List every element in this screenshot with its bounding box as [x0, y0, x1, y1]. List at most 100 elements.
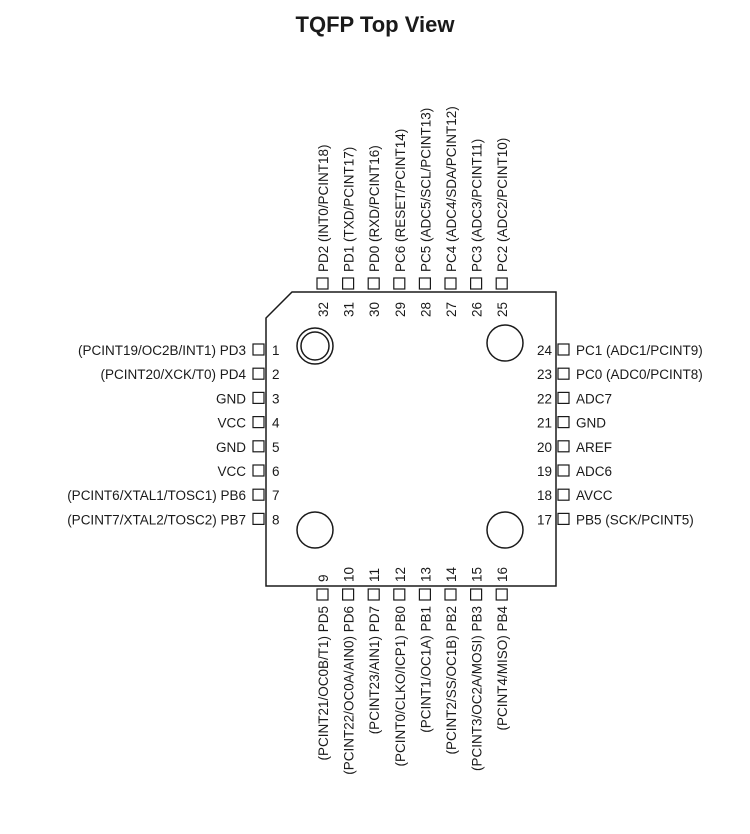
pin-pad-left [252, 367, 265, 380]
pin-number: 28 [418, 302, 433, 317]
diagram-title: TQFP Top View [295, 12, 455, 37]
pin-number: 10 [342, 567, 357, 582]
pin-label: PC1 (ADC1/PCINT9) [576, 343, 703, 358]
pin-label: (PCINT6/XTAL1/TOSC1) PB6 [67, 488, 246, 503]
pin-number: 1 [272, 343, 280, 358]
pin-pad-right [557, 367, 570, 380]
pin-pad-bottom [495, 588, 508, 601]
pin-number: 4 [272, 416, 280, 431]
pin-number: 11 [367, 568, 382, 582]
pin-label: PC6 (RESET/PCINT14) [393, 129, 408, 272]
pin-label: (PCINT21/OC0B/T1) PD5 [316, 606, 331, 761]
pin-label: PD1 (TXD/PCINT17) [342, 147, 357, 272]
pin-label: (PCINT0/CLKO/ICP1) PB0 [393, 606, 408, 767]
pin-number: 16 [495, 567, 510, 582]
pin-number: 12 [393, 567, 408, 582]
pin-number: 21 [537, 416, 552, 431]
pin-label: (PCINT2/SS/OC1B) PB2 [444, 606, 459, 755]
pin-pad-right [557, 391, 570, 404]
pin-label: (PCINT19/OC2B/INT1) PD3 [78, 343, 246, 358]
pin-label: VCC [217, 416, 246, 431]
pin-number: 23 [537, 367, 552, 382]
pin-pad-right [557, 343, 570, 356]
pin-number: 31 [342, 302, 357, 317]
pin-pad-left [252, 464, 265, 477]
pin-number: 3 [272, 391, 280, 406]
pin-number: 18 [537, 488, 552, 503]
pin-pad-bottom [444, 588, 457, 601]
pin-pad-right [557, 488, 570, 501]
pin-pad-right [557, 416, 570, 429]
pin-label: PC3 (ADC3/PCINT11) [470, 139, 485, 272]
corner-circle-bottom-left [296, 511, 334, 549]
pins-bottom-side: 9(PCINT21/OC0B/T1) PD510(PCINT22/OC0A/AI… [316, 566, 510, 774]
pin-pad-left [252, 391, 265, 404]
pin-pad-top [444, 277, 457, 290]
pin-label: VCC [217, 464, 246, 479]
pin-pad-left [252, 416, 265, 429]
pin-label: (PCINT1/OC1A) PB1 [418, 606, 433, 733]
pin-number: 29 [393, 302, 408, 317]
corner-circle-top-right [486, 324, 524, 362]
pin-number: 5 [272, 440, 280, 455]
pins-right-side: 24 PC1 (ADC1/PCINT9) 23 PC0 (ADC0/PCINT8) 22… [537, 343, 703, 527]
pin-pad-top [393, 277, 406, 290]
pin-pad-right [557, 512, 570, 526]
pin1-marker-inner [300, 331, 330, 361]
pin-pad-left [252, 512, 265, 526]
pin-pad-right [557, 464, 570, 477]
pin-label: PC2 (ADC2/PCINT10) [495, 138, 510, 272]
pin-number: 19 [537, 464, 552, 479]
pin-number: 25 [495, 302, 510, 317]
pin-label: PB5 (SCK/PCINT5) [576, 512, 694, 527]
pin-number: 27 [444, 302, 459, 317]
pin-pad-right [557, 440, 570, 453]
pin-pad-left [252, 343, 265, 356]
pin-number: 26 [470, 302, 485, 317]
pin-pad-top [342, 277, 355, 290]
pin-label: (PCINT23/AIN1) PD7 [367, 606, 382, 734]
pin-label: PC5 (ADC5/SCL/PCINT13) [418, 108, 433, 272]
chip-package-body [265, 291, 557, 587]
pin-pad-top [470, 277, 483, 290]
pin-number: 2 [272, 367, 280, 382]
pin-label: ADC7 [576, 391, 612, 406]
pin-pad-bottom [470, 588, 483, 601]
pin-number: 17 [537, 512, 552, 527]
pin-number: 8 [272, 512, 280, 527]
pin-label: (PCINT20/XCK/T0) PD4 [100, 367, 246, 382]
pin-label: GND [216, 440, 246, 455]
pin-label: PC0 (ADC0/PCINT8) [576, 367, 703, 382]
pin-label: (PCINT4/MISO) PB4 [495, 606, 510, 731]
pin-number: 7 [272, 488, 280, 503]
pin-pad-bottom [316, 588, 329, 601]
pin-number: 6 [272, 464, 280, 479]
pin-number: 14 [444, 566, 459, 582]
pin-number: 20 [537, 440, 552, 455]
pin-label: AVCC [576, 488, 613, 503]
pin-pad-left [252, 440, 265, 453]
corner-circle-bottom-right [486, 511, 524, 549]
pin-pad-top [495, 277, 508, 290]
pin-label: PD0 (RXD/PCINT16) [367, 145, 382, 272]
pin-pad-left [252, 488, 265, 501]
pin1-marker-outer [296, 327, 334, 365]
pin-label: (PCINT3/OC2A/MOSI) PB3 [470, 606, 485, 771]
pin-label: ADC6 [576, 464, 612, 479]
pin-number: 22 [537, 391, 552, 406]
pin-pad-bottom [342, 588, 355, 601]
pin-label: PC4 (ADC4/SDA/PCINT12) [444, 106, 459, 272]
pin-label: (PCINT7/XTAL2/TOSC2) PB7 [67, 512, 246, 527]
pin-pad-top [316, 277, 329, 290]
pin-label: GND [576, 416, 606, 431]
pin-number: 30 [367, 302, 382, 317]
pin-pad-bottom [418, 588, 431, 601]
pin-pad-top [367, 277, 380, 290]
pin-pad-bottom [393, 588, 406, 601]
pin-pad-top [418, 277, 431, 290]
pin-label: PD2 (INT0/PCINT18) [316, 144, 331, 272]
pin-number: 13 [418, 567, 433, 582]
pin-number: 24 [537, 343, 553, 358]
